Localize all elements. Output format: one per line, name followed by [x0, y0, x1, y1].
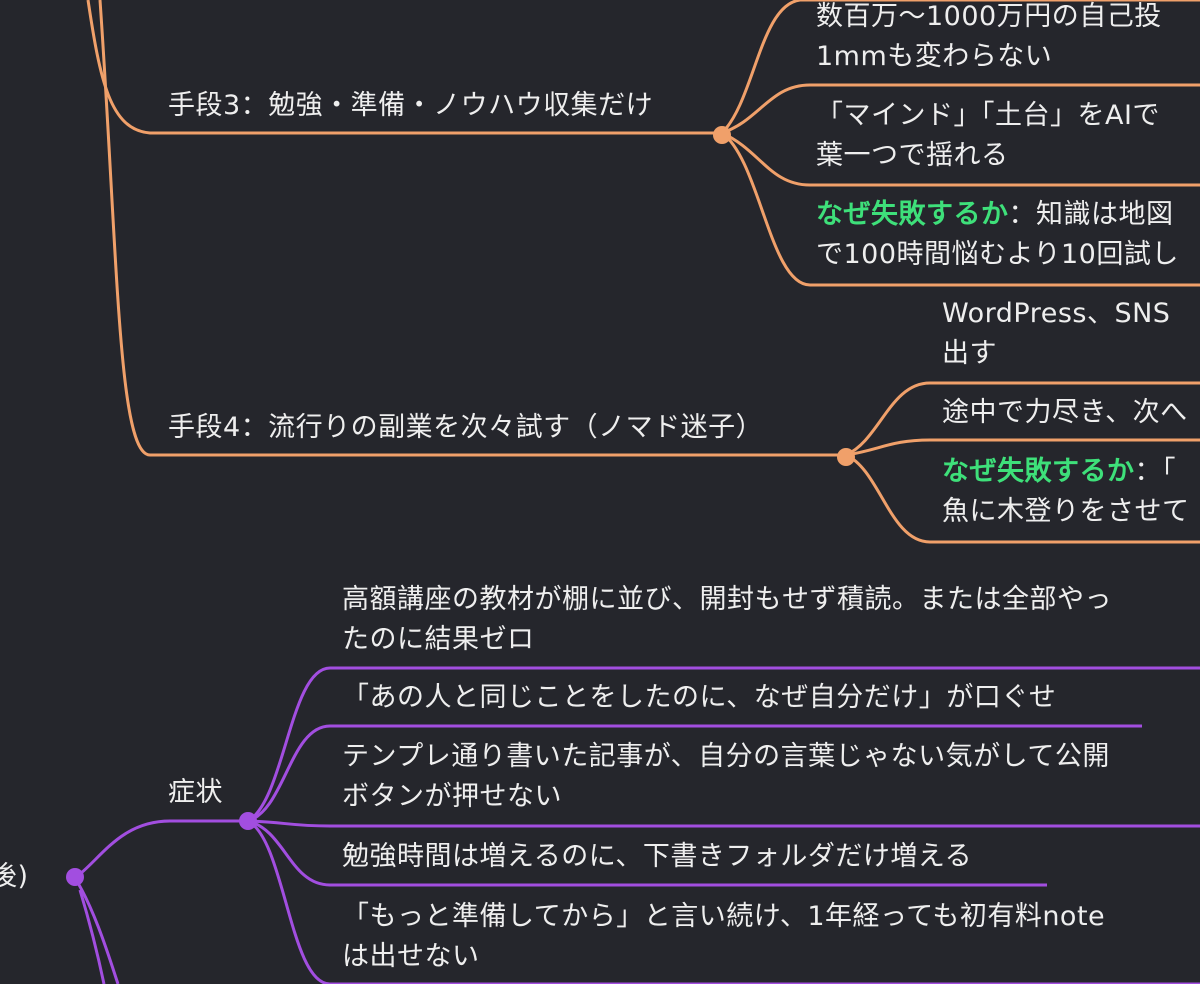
- branch-3-label[interactable]: 手段3：勉強・準備・ノウハウ収集だけ: [168, 90, 654, 121]
- leaf-4-1[interactable]: WordPress、SNS 出す: [942, 294, 1170, 374]
- leaf-3-1-line2: 1mmも変わらない: [816, 41, 1053, 72]
- leaf-3-3-highlight: なぜ失敗するか: [816, 199, 1009, 230]
- symptom-3-line1: テンプレ通り書いた記事が、自分の言葉じゃない気がして公開: [342, 741, 1110, 772]
- leaf-4-1-line1: WordPress、SNS: [942, 298, 1171, 329]
- symptom-2[interactable]: 「あの人と同じことをしたのに、なぜ自分だけ」が口ぐせ: [342, 678, 1056, 718]
- leaf-4-3-line1: ：「: [1134, 456, 1176, 487]
- symptom-3[interactable]: テンプレ通り書いた記事が、自分の言葉じゃない気がして公開 ボタンが押せない: [342, 737, 1110, 817]
- leaf-3-3-line1: ：知識は地図: [1008, 199, 1174, 230]
- leaf-4-1-line2: 出す: [942, 338, 997, 369]
- branch-node-3[interactable]: [713, 126, 731, 144]
- leaf-4-2-line1: 途中で力尽き、次へ: [942, 397, 1188, 428]
- leaf-3-2[interactable]: 「マインド」「土台」をAIで 葉一つで揺れる: [816, 96, 1160, 176]
- symptom-1-line2: たのに結果ゼロ: [342, 624, 535, 655]
- leaf-4-2[interactable]: 途中で力尽き、次へ: [942, 393, 1188, 433]
- branch-node-4[interactable]: [837, 448, 855, 466]
- leaf-3-2-line2: 葉一つで揺れる: [816, 140, 1009, 171]
- leaf-3-1-line1: 数百万〜1000万円の自己投: [816, 1, 1162, 32]
- branch-4-label[interactable]: 手段4：流行りの副業を次々試す（ノマド迷子）: [168, 412, 764, 443]
- symptom-1[interactable]: 高額講座の教材が棚に並び、開封もせず積読。または全部やっ たのに結果ゼロ: [342, 580, 1112, 660]
- leaf-3-3[interactable]: なぜ失敗するか：知識は地図 で100時間悩むより10回試し: [816, 195, 1179, 275]
- symptom-5-line2: は出せない: [342, 941, 480, 972]
- symptom-3-line2: ボタンが押せない: [342, 781, 562, 812]
- branch-node-symptoms[interactable]: [239, 812, 257, 830]
- leaf-4-3-highlight: なぜ失敗するか: [942, 456, 1135, 487]
- symptom-4[interactable]: 勉強時間は増えるのに、下書きフォルダだけ増える: [342, 837, 972, 877]
- root-label-fragment[interactable]: 後): [0, 861, 29, 892]
- leaf-3-2-line1: 「マインド」「土台」をAIで: [816, 100, 1160, 131]
- leaf-3-3-line2: で100時間悩むより10回試し: [816, 239, 1179, 270]
- symptom-5[interactable]: 「もっと準備してから」と言い続け、1年経っても初有料note は出せない: [342, 897, 1105, 977]
- symptom-1-line1: 高額講座の教材が棚に並び、開封もせず積読。または全部やっ: [342, 584, 1112, 615]
- symptom-4-line1: 勉強時間は増えるのに、下書きフォルダだけ増える: [342, 841, 973, 872]
- leaf-4-3-line2: 魚に木登りをさせて: [942, 496, 1190, 527]
- root-node[interactable]: [66, 868, 84, 886]
- symptom-2-line1: 「あの人と同じことをしたのに、なぜ自分だけ」が口ぐせ: [342, 682, 1057, 713]
- leaf-3-1[interactable]: 数百万〜1000万円の自己投 1mmも変わらない: [816, 0, 1162, 77]
- leaf-4-3[interactable]: なぜ失敗するか：「 魚に木登りをさせて: [942, 452, 1190, 532]
- symptom-5-line1: 「もっと準備してから」と言い続け、1年経っても初有料note: [342, 901, 1106, 932]
- symptoms-label[interactable]: 症状: [168, 777, 223, 808]
